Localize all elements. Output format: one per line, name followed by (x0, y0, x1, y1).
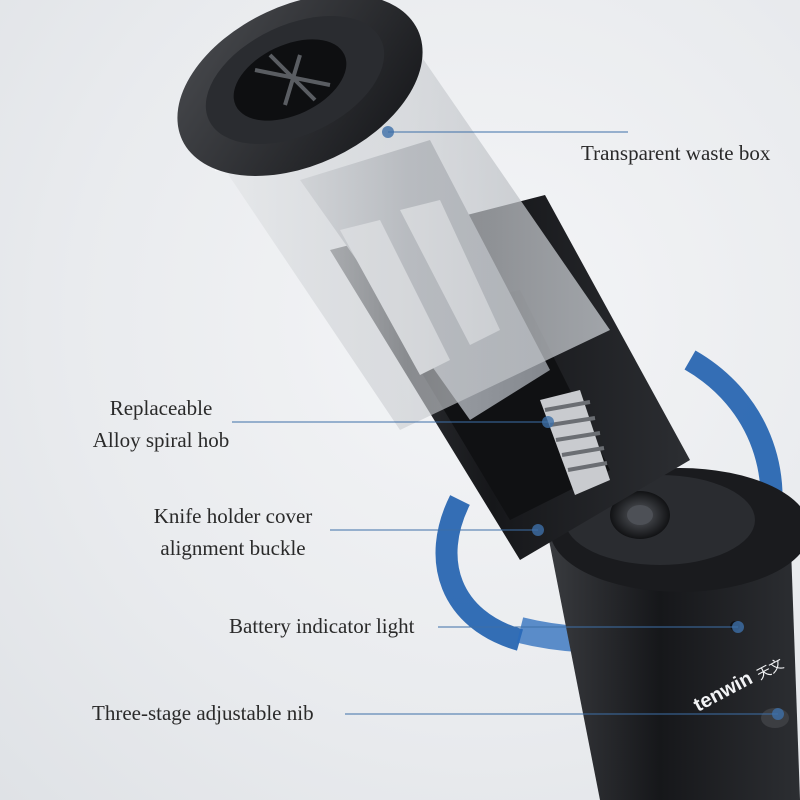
callout-spiral-hob-line1: Replaceable (109, 396, 213, 420)
top-cap (177, 0, 423, 176)
callout-battery-light: Battery indicator light (229, 614, 415, 638)
callout-holder-cover-line1: Knife holder cover (153, 504, 313, 528)
callout-spiral-hob: Replaceable Alloy spiral hob (66, 392, 256, 456)
callout-holder-cover-line2: alignment buckle (160, 536, 306, 560)
callout-waste-box: Transparent waste box (581, 141, 771, 165)
callout-dots (382, 126, 784, 720)
callout-holder-cover: Knife holder cover alignment buckle (138, 500, 328, 564)
callout-nib: Three-stage adjustable nib (92, 701, 314, 725)
spiral-hob (540, 390, 610, 495)
callout-spiral-hob-line2: Alloy spiral hob (92, 428, 230, 452)
callout-lines (232, 131, 778, 715)
